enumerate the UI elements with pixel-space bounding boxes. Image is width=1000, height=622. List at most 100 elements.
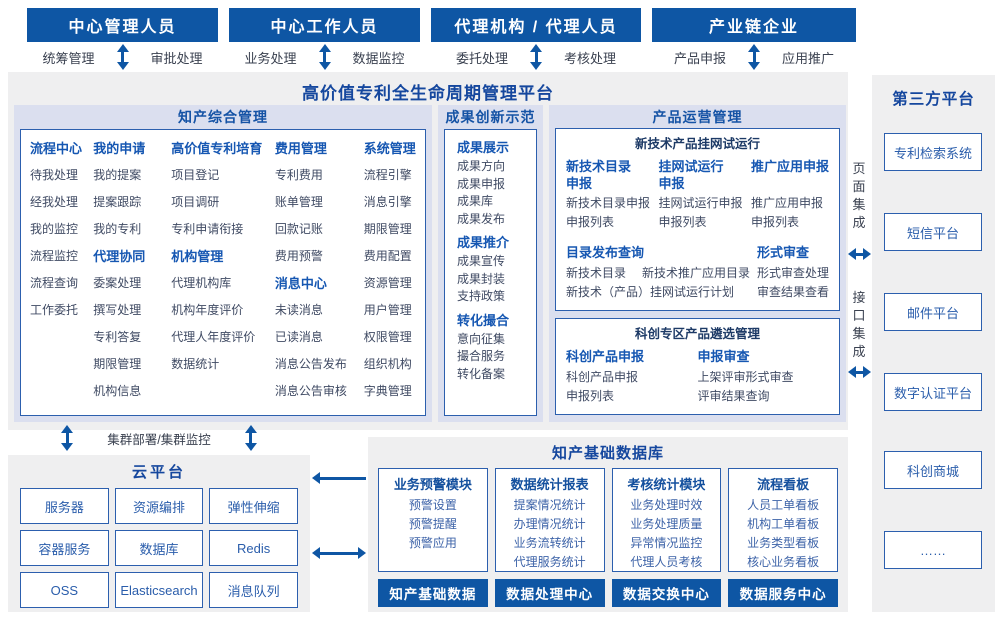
group-header: 系统管理 — [363, 141, 416, 156]
menu-item: 申报列表 — [750, 215, 799, 229]
database-bar: 数据处理中心 — [494, 579, 605, 607]
menu-item: 提案跟踪 — [93, 195, 142, 209]
menu-item: 消息公告审核 — [274, 384, 347, 398]
menu-item: 机构年度评价 — [171, 303, 244, 317]
horizontal-double-arrow-icon — [312, 547, 366, 559]
role-banner-agency: 代理机构 / 代理人员 — [431, 8, 641, 42]
role-actions-industry-chain: 产品申报 应用推广 — [652, 44, 856, 70]
vertical-double-arrow-icon — [318, 44, 331, 70]
cloud-service-item: 数据库 — [114, 530, 204, 566]
horizontal-left-arrow-icon — [312, 472, 366, 484]
menu-item: 专利答复 — [93, 330, 142, 344]
menu-item: 新技术目录 — [566, 266, 627, 280]
menu-column: 新技术目录申报 新技术目录申报 申报列表 — [566, 158, 650, 232]
menu-column: 推广应用申报 推广应用申报 申报列表 — [751, 158, 829, 232]
menu-item: 资源管理 — [363, 276, 412, 290]
cloud-platform-title: 云平台 — [131, 464, 186, 481]
role-banner-center-managers: 中心管理人员 — [27, 8, 218, 42]
menu-item: 未读消息 — [274, 303, 323, 317]
cloud-service-item: Elasticsearch — [114, 572, 204, 608]
menu-column: 高价值专利培育 项目登记 项目调研 专利申请衔接 机构管理 代理机构库 机构年度… — [171, 135, 275, 415]
menu-item: 费用预警 — [274, 249, 323, 263]
menu-item: 权限管理 — [363, 330, 412, 344]
menu-item: 专利申请衔接 — [171, 222, 244, 236]
menu-columns: 新技术目录申报 新技术目录申报 申报列表 挂网试运行申报 挂网试运行申报 申报列… — [564, 158, 831, 232]
ip-database-title: 知产基础数据库 — [551, 445, 664, 462]
group-header: 推广应用申报 — [750, 159, 829, 174]
cloud-service-item: OSS — [20, 572, 109, 608]
menu-item: 专利费用 — [274, 168, 323, 182]
cloud-platform-panel: 云平台 服务器 资源编排 弹性伸缩 容器服务 数据库 Redis OSS Ela… — [8, 455, 310, 612]
menu-item: 上架评审形式审查 — [697, 370, 794, 384]
menu-item: 费用配置 — [363, 249, 412, 263]
module-item: 核心业务看板 — [747, 555, 820, 569]
module-item: 业务类型看板 — [747, 536, 820, 550]
achievement-box: 成果展示 成果方向 成果申报 成果库 成果发布 成果推介 成果宣传 成果封装 支… — [444, 129, 537, 416]
third-party-panel: 第三方平台 专利检索系统 短信平台 邮件平台 数字认证平台 科创商城 …… — [872, 75, 995, 612]
menu-item: 机构信息 — [93, 384, 142, 398]
cloud-service-item: 弹性伸缩 — [209, 488, 298, 524]
menu-item: 支持政策 — [457, 289, 506, 303]
cloud-service-item: 容器服务 — [20, 530, 109, 566]
menu-column: 科创产品申报 科创产品申报 申报列表 — [566, 346, 698, 406]
menu-item: 回款记账 — [274, 222, 323, 236]
menu-column: 流程中心 待我处理 经我处理 我的监控 流程监控 流程查询 工作委托 — [30, 135, 93, 415]
catalog-query-group: 目录发布查询 新技术目录 新技术推广应用目录 新技术（产品）挂网试运行计划 — [566, 242, 757, 302]
role-action-label: 审批处理 — [150, 50, 203, 66]
database-bars: 知产基础数据 数据处理中心 数据交换中心 数据服务中心 — [378, 579, 838, 607]
module-item: 提案情况统计 — [513, 498, 586, 512]
menu-item: 成果封装 — [457, 271, 506, 286]
module-item: 人员工单看板 — [747, 498, 820, 512]
menu-item: 审查结果查看 — [756, 285, 829, 299]
menu-item: 项目调研 — [171, 195, 220, 209]
vertical-double-arrow-icon — [61, 425, 74, 451]
menu-item: 意向征集 — [457, 331, 506, 346]
module-item: 预警提醒 — [408, 517, 457, 531]
role-banner-industry-chain: 产业链企业 — [652, 8, 856, 42]
menu-item: 成果发布 — [457, 211, 506, 226]
menu-item: 期限管理 — [363, 222, 412, 236]
third-party-item: 邮件平台 — [884, 293, 982, 331]
group-header: 科创产品申报 — [566, 349, 645, 364]
menu-columns: 科创产品申报 科创产品申报 申报列表 申报审查 上架评审形式审查 评审结果查询 — [564, 346, 831, 406]
horizontal-double-arrow-icon — [848, 366, 871, 378]
menu-item: 消息公告发布 — [274, 357, 347, 371]
menu-item: 撮合服务 — [457, 349, 506, 363]
module-item: 代理人员考核 — [630, 555, 703, 569]
group-header: 目录发布查询 — [566, 245, 645, 260]
module-item: 业务处理质量 — [630, 517, 703, 531]
role-actions-agency: 委托处理 考核处理 — [431, 44, 641, 70]
menu-item: 流程引擎 — [363, 168, 412, 182]
database-module: 数据统计报表 提案情况统计 办理情况统计 业务流转统计 代理服务统计 — [494, 468, 605, 572]
module-header: 流程看板 — [757, 477, 810, 492]
database-module: 考核统计模块 业务处理时效 业务处理质量 异常情况监控 代理人员考核 — [611, 468, 722, 572]
role-action-label: 委托处理 — [455, 50, 508, 66]
menu-item: 项目登记 — [171, 168, 220, 182]
cloud-service-item: 服务器 — [20, 488, 109, 524]
group-header: 高价值专利培育 — [171, 141, 263, 156]
section-title: 成果创新示范 — [445, 109, 536, 125]
menu-column: 我的申请 我的提案 提案跟踪 我的专利 代理协同 委案处理 撰写处理 专利答复 … — [93, 135, 171, 415]
menu-item: 新技术推广应用目录 — [642, 266, 751, 280]
group-header: 成果推介 — [457, 235, 510, 250]
role-actions-center-managers: 统筹管理 审批处理 — [27, 44, 218, 70]
cloud-grid: 服务器 资源编排 弹性伸缩 容器服务 数据库 Redis OSS Elastic… — [20, 488, 298, 608]
ip-database-panel: 知产基础数据库 业务预警模块 预警设置 预警提醒 预警应用 数据统计报表 提案情… — [368, 437, 848, 612]
role-action-label: 考核处理 — [564, 50, 617, 66]
menu-item: 成果库 — [457, 194, 494, 208]
platform-title: 高价值专利全生命周期管理平台 — [302, 84, 554, 103]
section-title: 知产综合管理 — [178, 109, 268, 125]
third-party-item: 数字认证平台 — [884, 373, 982, 411]
menu-item: 消息引擎 — [363, 195, 412, 209]
database-bar: 数据交换中心 — [611, 579, 722, 607]
menu-item: 期限管理 — [93, 357, 142, 371]
role-banner-center-staff: 中心工作人员 — [229, 8, 420, 42]
module-item: 机构工单看板 — [747, 517, 820, 531]
section-achievement-demo: 成果创新示范 成果展示 成果方向 成果申报 成果库 成果发布 成果推介 成果宣传… — [438, 105, 543, 422]
menu-item: 委案处理 — [93, 276, 142, 290]
role-action-label: 产品申报 — [673, 50, 726, 66]
menu-item: 新技术目录申报 — [566, 196, 651, 210]
menu-item: 评审结果查询 — [697, 389, 770, 403]
group-header: 申报审查 — [697, 349, 750, 364]
menu-column: 挂网试运行申报 挂网试运行申报 申报列表 — [658, 158, 742, 232]
